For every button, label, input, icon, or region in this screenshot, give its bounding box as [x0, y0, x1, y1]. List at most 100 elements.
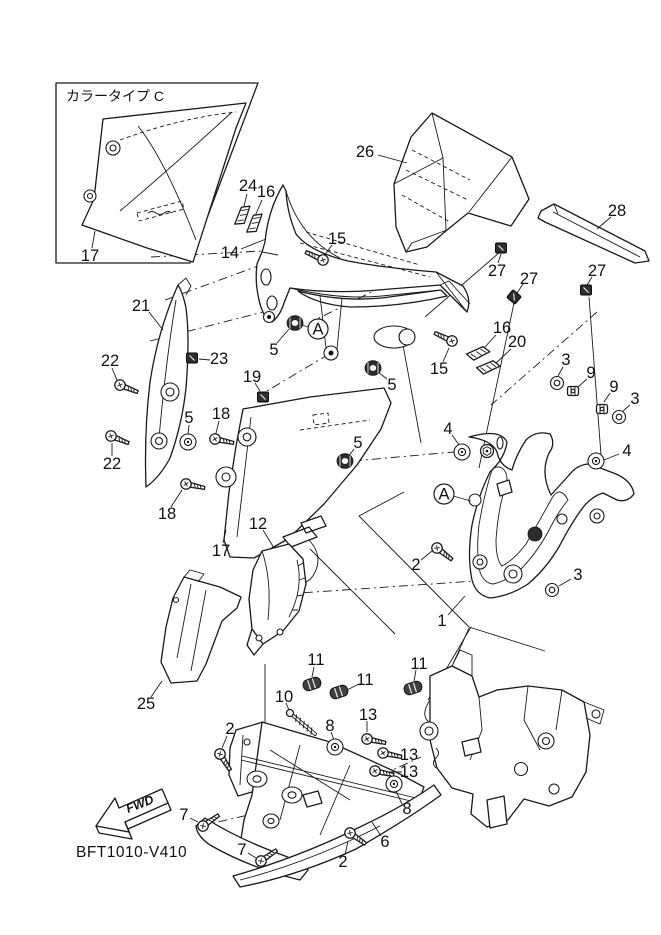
- part-label-6: 6: [380, 833, 389, 851]
- leader-line: [222, 529, 227, 544]
- part-label-22: 22: [101, 352, 119, 370]
- leader-line: [221, 735, 228, 749]
- visor-28: [537, 203, 650, 264]
- part-label-28: 28: [608, 202, 626, 220]
- color-type-label: カラータイプ C: [66, 88, 164, 104]
- stay-bracket-1: [468, 432, 635, 599]
- leader-line: [558, 578, 572, 587]
- leader-line: [285, 702, 290, 711]
- part-label-2: 2: [411, 556, 420, 574]
- leader-line: [483, 334, 497, 349]
- ref-markers: AA: [300, 318, 472, 505]
- diagram-code: BFT1010-V410: [76, 844, 187, 861]
- part-label-4: 4: [622, 442, 631, 460]
- leader-line: [254, 199, 263, 217]
- under-cowl-6: [232, 784, 442, 888]
- part-label-16: 16: [493, 319, 511, 337]
- part-label-8: 8: [402, 800, 411, 818]
- part-label-7: 7: [179, 806, 188, 824]
- leader-line: [420, 550, 433, 561]
- leader-line: [451, 434, 460, 446]
- part-label-27: 27: [488, 262, 506, 280]
- headlight-cowl-14: [255, 184, 471, 361]
- ref-marker-circle: [433, 483, 455, 505]
- part-label-1: 1: [437, 612, 446, 630]
- screw-icon: [103, 428, 132, 449]
- part-label-18: 18: [158, 505, 176, 523]
- fwd-arrow: FWD: [95, 788, 172, 840]
- part-label-7: 7: [237, 841, 246, 859]
- part-label-5: 5: [269, 341, 278, 359]
- leader-line: [377, 154, 408, 164]
- leader-line: [371, 821, 382, 837]
- leader-line: [596, 216, 612, 230]
- part-label-20: 20: [508, 333, 526, 351]
- screw-icon: [431, 327, 460, 349]
- leader-line: [497, 253, 502, 264]
- part-label-24: 24: [239, 177, 257, 195]
- leader-line: [603, 453, 620, 461]
- leader-line: [240, 238, 267, 250]
- leader-line: [344, 840, 349, 856]
- grommet-dark-icon: [364, 360, 382, 376]
- part-label-9: 9: [609, 378, 618, 396]
- clip-icon: [580, 284, 592, 296]
- part-label-26: 26: [356, 143, 374, 161]
- part-label-5: 5: [353, 434, 362, 452]
- ref-marker-circle: [307, 318, 329, 340]
- leader-line: [111, 367, 118, 381]
- grommet-dark-icon: [336, 453, 354, 469]
- part-label-13: 13: [359, 706, 377, 724]
- grommet-icon: [453, 443, 471, 461]
- part-label-11: 11: [410, 655, 427, 673]
- headlight-unit-12: [246, 515, 327, 656]
- leader-line: [495, 348, 512, 364]
- leader-line: [148, 311, 164, 331]
- part-label-17: 17: [81, 247, 99, 265]
- leader-line: [247, 852, 257, 859]
- screw-icon: [179, 477, 207, 494]
- side-cover-17-colortype: [81, 102, 247, 263]
- leader-line: [442, 347, 450, 363]
- part-label-3: 3: [561, 351, 570, 369]
- part-label-3: 3: [573, 566, 582, 584]
- damper-icon: [328, 683, 350, 701]
- strip-icon: [465, 344, 492, 363]
- color-type-box: カラータイプ C: [55, 82, 259, 264]
- part-label-18: 18: [212, 405, 230, 423]
- washer-icon: [549, 375, 565, 391]
- grommet-icon: [326, 738, 344, 756]
- part-label-10: 10: [275, 688, 293, 706]
- leader-line: [262, 529, 275, 549]
- part-label-2: 2: [225, 720, 234, 738]
- lower-stay-assembly: [195, 721, 442, 888]
- leader-line: [603, 392, 611, 403]
- grommet-icon: [179, 433, 197, 451]
- part-label-13: 13: [400, 746, 418, 764]
- nut-icon: [566, 385, 580, 397]
- washer-icon: [611, 409, 627, 425]
- part-label-23: 23: [210, 350, 228, 368]
- leader-line: [198, 358, 211, 361]
- part-label-11: 11: [307, 651, 324, 669]
- part-label-19: 19: [243, 368, 261, 386]
- damper-icon: [402, 679, 424, 697]
- nut-icon: [595, 403, 609, 415]
- ref-marker-lead: [452, 495, 472, 502]
- leader-line: [91, 230, 96, 249]
- leader-line: [395, 790, 403, 805]
- grommet-dark-icon: [286, 315, 304, 331]
- clip-icon: [257, 391, 269, 403]
- part-label-27: 27: [588, 262, 606, 280]
- leader-line: [215, 420, 220, 434]
- side-blade-21: [144, 277, 192, 488]
- screw-icon: [429, 540, 456, 565]
- ref-marker-label: A: [312, 321, 323, 339]
- part-label-2: 2: [338, 853, 347, 871]
- part-label-3: 3: [630, 390, 639, 408]
- part-label-27: 27: [520, 270, 538, 288]
- clip-icon: [506, 289, 522, 305]
- part-label-22: 22: [103, 455, 121, 473]
